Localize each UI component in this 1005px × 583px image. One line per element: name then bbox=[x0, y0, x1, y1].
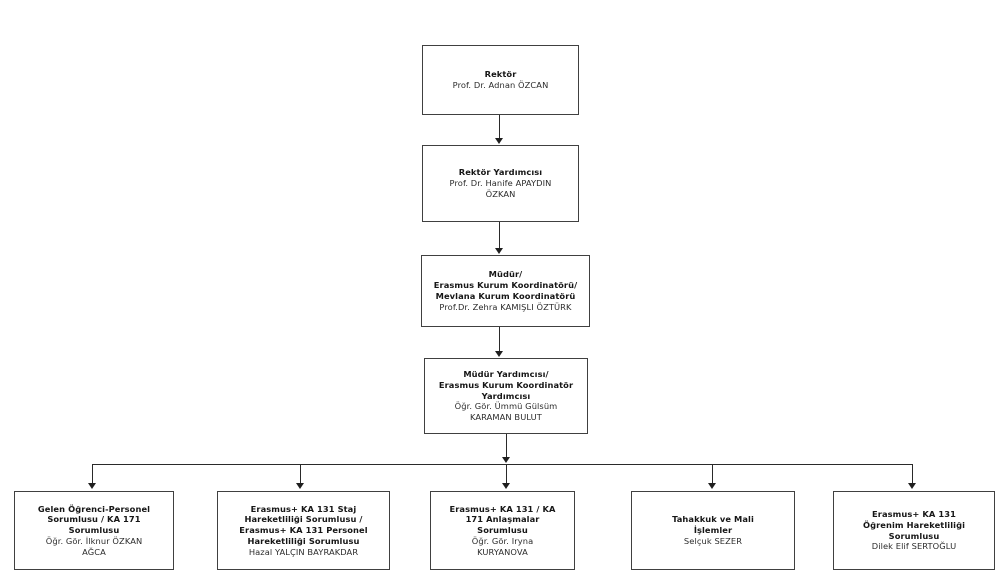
arrow-head-mudur bbox=[495, 248, 503, 254]
org-node-mudur-yardimcisi: Müdür Yardımcısı/ Erasmus Kurum Koordina… bbox=[424, 358, 588, 434]
connector-bus-to-ogrenim-hareketliligi bbox=[912, 464, 913, 484]
org-node-person: Öğr. Gör. İlknur ÖZKAN AĞCA bbox=[45, 535, 143, 557]
connector-rektor-yardimcisi-to-mudur bbox=[499, 222, 500, 249]
connector-bus-to-tahakkuk-mali-islemler bbox=[712, 464, 713, 484]
org-node-title: Rektör bbox=[484, 69, 517, 80]
org-node-person: Dilek Elif SERTOĞLU bbox=[871, 541, 957, 552]
connector-bus-to-staj-personel-hareketliligi bbox=[300, 464, 301, 484]
org-node-title: Erasmus+ KA 131 / KA 171 Anlaşmalar Soru… bbox=[449, 503, 556, 536]
org-node-title: Müdür/ Erasmus Kurum Koordinatörü/ Mevla… bbox=[433, 269, 578, 301]
org-node-tahakkuk-mali-islemler: Tahakkuk ve Mali İşlemler Selçuk SEZER bbox=[631, 491, 795, 570]
arrow-head-gelen-ogrenci-personel bbox=[88, 483, 96, 489]
connector-mudur-yardimcisi-to-bus bbox=[506, 434, 507, 458]
org-node-title: Rektör Yardımcısı bbox=[458, 167, 543, 178]
org-node-title: Erasmus+ KA 131 Staj Hareketliliği Sorum… bbox=[239, 503, 368, 546]
org-node-mudur: Müdür/ Erasmus Kurum Koordinatörü/ Mevla… bbox=[421, 255, 590, 327]
org-node-person: Prof. Dr. Adnan ÖZCAN bbox=[452, 80, 549, 90]
org-node-title: Erasmus+ KA 131 Öğrenim Hareketliliği So… bbox=[862, 508, 966, 541]
arrow-head-rektor-yardimcisi bbox=[495, 138, 503, 144]
org-node-staj-personel-hareketliligi: Erasmus+ KA 131 Staj Hareketliliği Sorum… bbox=[217, 491, 390, 570]
arrow-head-ogrenim-hareketliligi bbox=[908, 483, 916, 489]
arrow-head-anlasmalar-sorumlusu bbox=[502, 483, 510, 489]
connector-horizontal-bus bbox=[92, 464, 912, 465]
org-node-person: Selçuk SEZER bbox=[683, 535, 743, 546]
connector-bus-to-gelen-ogrenci-personel bbox=[92, 464, 93, 484]
org-node-person: Prof.Dr. Zehra KAMIŞLI ÖZTÜRK bbox=[439, 301, 572, 312]
connector-mudur-to-mudur-yardimcisi bbox=[499, 327, 500, 352]
org-node-rektor-yardimcisi: Rektör Yardımcısı Prof. Dr. Hanife APAYD… bbox=[422, 145, 579, 222]
org-node-ogrenim-hareketliligi: Erasmus+ KA 131 Öğrenim Hareketliliği So… bbox=[833, 491, 995, 570]
org-node-title: Müdür Yardımcısı/ Erasmus Kurum Koordina… bbox=[438, 369, 574, 401]
org-node-gelen-ogrenci-personel: Gelen Öğrenci-Personel Sorumlusu / KA 17… bbox=[14, 491, 174, 570]
arrow-head-mudur-yardimcisi bbox=[495, 351, 503, 357]
org-node-person: Öğr. Gör. Ümmü Gülsüm KARAMAN BULUT bbox=[454, 401, 558, 423]
arrow-head-bus bbox=[502, 457, 510, 463]
org-node-person: Hazal YALÇIN BAYRAKDAR bbox=[248, 546, 359, 557]
arrow-head-staj-personel-hareketliligi bbox=[296, 483, 304, 489]
connector-rektor-to-rektor-yardimcisi bbox=[499, 115, 500, 139]
connector-bus-to-anlasmalar-sorumlusu bbox=[506, 464, 507, 484]
org-node-person: Prof. Dr. Hanife APAYDIN ÖZKAN bbox=[449, 178, 552, 199]
org-node-person: Öğr. Gör. Iryna KURYANOVA bbox=[471, 535, 534, 557]
arrow-head-tahakkuk-mali-islemler bbox=[708, 483, 716, 489]
org-node-title: Gelen Öğrenci-Personel Sorumlusu / KA 17… bbox=[37, 503, 151, 536]
org-node-anlasmalar-sorumlusu: Erasmus+ KA 131 / KA 171 Anlaşmalar Soru… bbox=[430, 491, 575, 570]
org-node-title: Tahakkuk ve Mali İşlemler bbox=[672, 514, 754, 536]
org-node-rektor: Rektör Prof. Dr. Adnan ÖZCAN bbox=[422, 45, 579, 115]
